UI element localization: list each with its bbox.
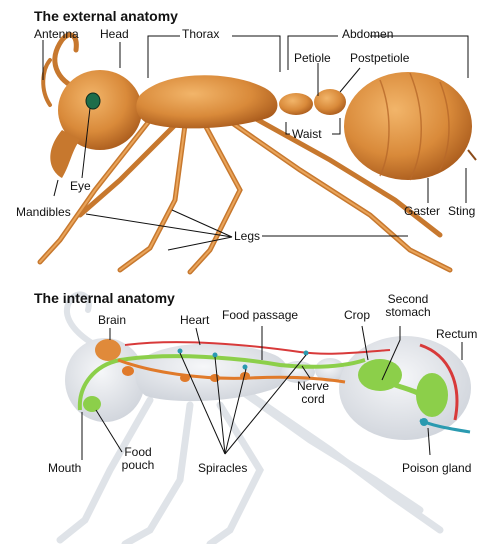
label-antenna: Antenna	[34, 28, 79, 41]
label-gaster: Gaster	[404, 205, 440, 218]
second-stomach-organ	[416, 373, 448, 417]
internal-title: The internal anatomy	[34, 290, 175, 306]
label-heart: Heart	[180, 314, 209, 327]
label-mandibles: Mandibles	[16, 206, 71, 219]
label-second-stomach: Second stomach	[382, 293, 434, 319]
ant-postpetiole	[314, 89, 346, 115]
label-food-passage: Food passage	[222, 309, 298, 322]
internal-ant-illustration	[60, 294, 471, 544]
ant-gaster	[344, 72, 472, 180]
label-postpetiole: Postpetiole	[350, 52, 409, 65]
label-nerve-cord: Nerve cord	[293, 380, 333, 406]
ant-sting	[468, 150, 476, 160]
food-pouch-organ	[83, 396, 101, 412]
label-nerve-cord-line-2: cord	[293, 393, 333, 406]
label-rectum: Rectum	[436, 328, 477, 341]
label-spiracles: Spiracles	[198, 462, 247, 475]
label-waist: Waist	[292, 128, 322, 141]
ant-thorax	[136, 75, 277, 128]
label-head: Head	[100, 28, 129, 41]
label-legs: Legs	[234, 230, 260, 243]
label-abdomen: Abdomen	[342, 28, 393, 41]
label-brain: Brain	[98, 314, 126, 327]
external-title: The external anatomy	[34, 8, 178, 24]
label-poison-gland: Poison gland	[402, 462, 471, 475]
label-eye: Eye	[70, 180, 91, 193]
label-sting: Sting	[448, 205, 475, 218]
ant-petiole	[279, 93, 313, 115]
label-mouth: Mouth	[48, 462, 81, 475]
brain-organ	[95, 339, 121, 361]
label-thorax: Thorax	[182, 28, 219, 41]
label-food-pouch: Food pouch	[118, 446, 158, 472]
label-petiole: Petiole	[294, 52, 331, 65]
ant-eye	[86, 93, 100, 109]
label-crop: Crop	[344, 309, 370, 322]
label-second-stomach-line-2: stomach	[382, 306, 434, 319]
label-food-pouch-line-2: pouch	[118, 459, 158, 472]
